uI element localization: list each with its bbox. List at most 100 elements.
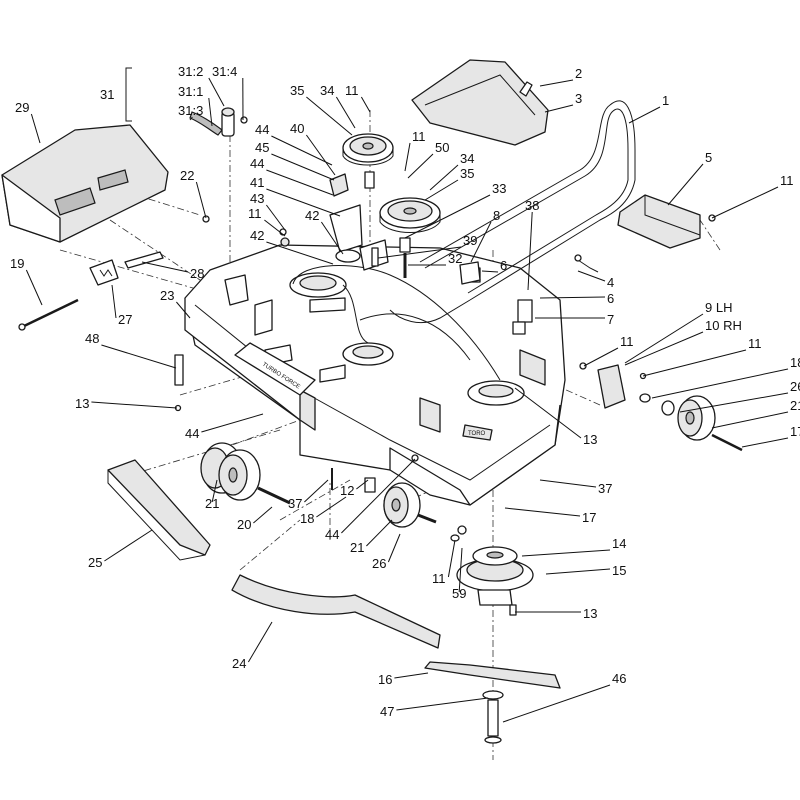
pulleys-upper: [342, 133, 441, 253]
callout-47: 47: [380, 704, 394, 719]
callout-12: 12: [340, 483, 354, 498]
leader-line: [30, 113, 41, 144]
leader-line: [544, 104, 574, 113]
callout-46: 46: [612, 671, 626, 686]
leader-line: [628, 106, 661, 124]
leader-line: [407, 153, 434, 179]
callout-37: 37: [288, 496, 302, 511]
belt-cover: [411, 59, 549, 146]
leader-line: [176, 301, 191, 319]
leader-line: [429, 164, 459, 191]
callout-7: 7: [607, 312, 614, 327]
leader-line: [651, 368, 789, 399]
leader-line: [265, 204, 286, 231]
callout-17: 17: [790, 424, 800, 439]
callout-1: 1: [662, 93, 669, 108]
leader-line: [481, 270, 499, 273]
callout-35: 35: [460, 166, 474, 181]
leader-line: [624, 331, 704, 366]
rear-cover: [1, 124, 169, 243]
callout-26: 26: [372, 556, 386, 571]
callout-42: 42: [250, 228, 264, 243]
leader-line: [504, 507, 581, 517]
leader-line: [335, 96, 356, 129]
leader-lines: [25, 77, 789, 723]
callout-11: 11: [748, 336, 762, 351]
callout-21: 21: [350, 540, 364, 555]
callout-15: 15: [612, 563, 626, 578]
leader-line: [104, 529, 153, 562]
leader-line: [208, 77, 225, 107]
callout-40: 40: [290, 121, 304, 136]
callout-28: 28: [190, 266, 204, 281]
callout-2: 2: [575, 66, 582, 81]
leader-line: [521, 549, 611, 557]
callout-11: 11: [345, 83, 359, 98]
callout-44: 44: [255, 122, 269, 137]
leader-line: [377, 246, 462, 259]
leader-line: [266, 241, 334, 265]
leader-line: [195, 181, 207, 219]
leader-line: [642, 349, 747, 377]
leader-line: [201, 413, 264, 433]
leader-line: [539, 79, 574, 87]
callout-44: 44: [325, 527, 339, 542]
callout-20: 20: [237, 517, 251, 532]
callout-18: 18: [300, 511, 314, 526]
callout-45: 45: [255, 140, 269, 155]
leader-line: [741, 437, 789, 448]
callout-11: 11: [780, 173, 794, 188]
callout-31-3: 31:3: [178, 103, 203, 118]
callout-41: 41: [250, 175, 264, 190]
callout-31-1: 31:1: [178, 84, 203, 99]
callout-14: 14: [612, 536, 626, 551]
callout-44: 44: [250, 156, 264, 171]
rear-hardware: [18, 215, 210, 331]
callout-48: 48: [85, 331, 99, 346]
leader-line: [360, 96, 371, 113]
callout-37: 37: [598, 481, 612, 496]
callout-21: 21: [790, 398, 800, 413]
leader-line: [271, 153, 335, 181]
leader-line: [141, 261, 189, 273]
callout-3: 3: [575, 91, 582, 106]
callout-6: 6: [500, 258, 507, 273]
callout-29: 29: [15, 100, 29, 115]
leader-line: [387, 533, 401, 563]
leader-line: [271, 135, 333, 166]
spindle-blade-assembly: [174, 354, 561, 744]
leader-line: [341, 458, 416, 534]
leader-line: [514, 387, 582, 439]
callout-33: 33: [492, 181, 506, 196]
leader-line: [101, 344, 177, 369]
callout-27: 27: [118, 312, 132, 327]
callout-4: 4: [607, 275, 614, 290]
group-label-31: 31: [100, 87, 114, 102]
callout-42: 42: [305, 208, 319, 223]
callout-32: 32: [448, 251, 462, 266]
leader-line: [264, 219, 286, 237]
leader-line: [404, 194, 491, 239]
callout-22: 22: [180, 168, 194, 183]
callout-43: 43: [250, 191, 264, 206]
leader-line: [253, 506, 273, 524]
leader-line: [447, 539, 456, 578]
callout-6: 6: [607, 291, 614, 306]
gauge-wheels: [200, 393, 743, 528]
leader-line: [111, 284, 117, 319]
callout-21: 21: [205, 496, 219, 511]
leader-line: [577, 270, 606, 282]
leader-line: [247, 621, 273, 663]
callout-25: 25: [88, 555, 102, 570]
leader-line: [266, 169, 334, 196]
side-shield: [617, 194, 701, 249]
leader-line: [189, 116, 193, 121]
callout-24: 24: [232, 656, 246, 671]
leader-line: [458, 547, 463, 593]
callout-31-2: 31:2: [178, 64, 203, 79]
handle-assembly-31: [125, 67, 248, 137]
leader-line: [25, 269, 43, 306]
callout-34: 34: [460, 151, 474, 166]
